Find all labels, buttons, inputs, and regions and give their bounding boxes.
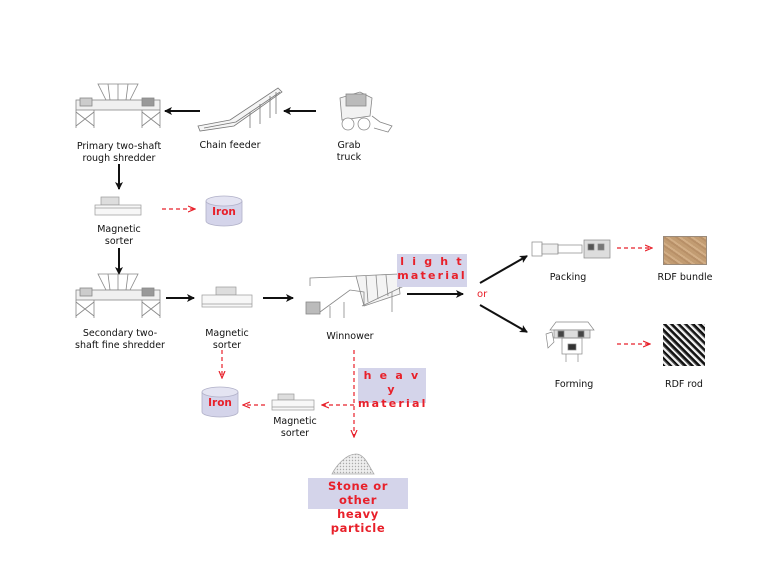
stone-label: Stone or other heavy particle xyxy=(308,478,408,535)
magnetic-sorter-icon xyxy=(94,196,142,216)
iron-label-1: Iron xyxy=(212,206,236,218)
label-rdf-rod: RDF rod xyxy=(665,379,703,390)
drum-icon xyxy=(205,195,243,227)
skid-steer-loader-icon xyxy=(339,91,393,133)
bale-texture-icon xyxy=(663,236,707,265)
iron-drum-2: Iron xyxy=(200,386,240,418)
magnetic-sorter-icon xyxy=(271,393,315,411)
label-magnetic-sorter-2: Magnetic sorter xyxy=(205,328,249,351)
primary-shredder-icon xyxy=(75,83,161,128)
winnower-icon xyxy=(305,273,405,318)
pellet-texture-icon xyxy=(663,324,705,366)
chain-feeder-icon xyxy=(197,87,283,132)
arrow-to-packing xyxy=(479,255,528,284)
secondary-shredder-icon xyxy=(75,273,161,318)
heavy-material-tag: h e a v y material xyxy=(358,368,426,410)
label-magnetic-sorter-1: Magnetic sorter xyxy=(97,224,141,247)
baler-icon xyxy=(531,239,611,259)
pile-icon xyxy=(331,453,375,475)
label-forming: Forming xyxy=(554,379,594,390)
drum-icon xyxy=(201,386,239,418)
magnetic-sorter-icon xyxy=(201,286,253,308)
label-chain-feeder: Chain feeder xyxy=(199,140,261,151)
light-material-line2: material xyxy=(397,269,467,282)
label-magnetic-sorter-3: Magnetic sorter xyxy=(273,416,317,439)
or-label: or xyxy=(477,289,488,300)
pellet-press-icon xyxy=(545,321,595,362)
label-winnower: Winnower xyxy=(326,331,374,342)
heavy-material-line2: material xyxy=(358,397,428,410)
iron-label-2: Iron xyxy=(208,397,232,409)
label-primary-shredder: Primary two-shaft rough shredder xyxy=(76,141,162,164)
arrow-to-forming xyxy=(479,304,528,333)
light-material-tag: l i g h t material xyxy=(397,254,467,287)
label-grab-truck: Grab truck xyxy=(336,140,362,163)
iron-drum-1: Iron xyxy=(204,195,244,227)
heavy-material-line1: h e a v y xyxy=(363,369,421,396)
label-packing: Packing xyxy=(549,272,587,283)
label-secondary-shredder: Secondary two- shaft fine shredder xyxy=(75,328,165,351)
label-rdf-bundle: RDF bundle xyxy=(657,272,713,283)
light-material-line1: l i g h t xyxy=(400,255,464,268)
